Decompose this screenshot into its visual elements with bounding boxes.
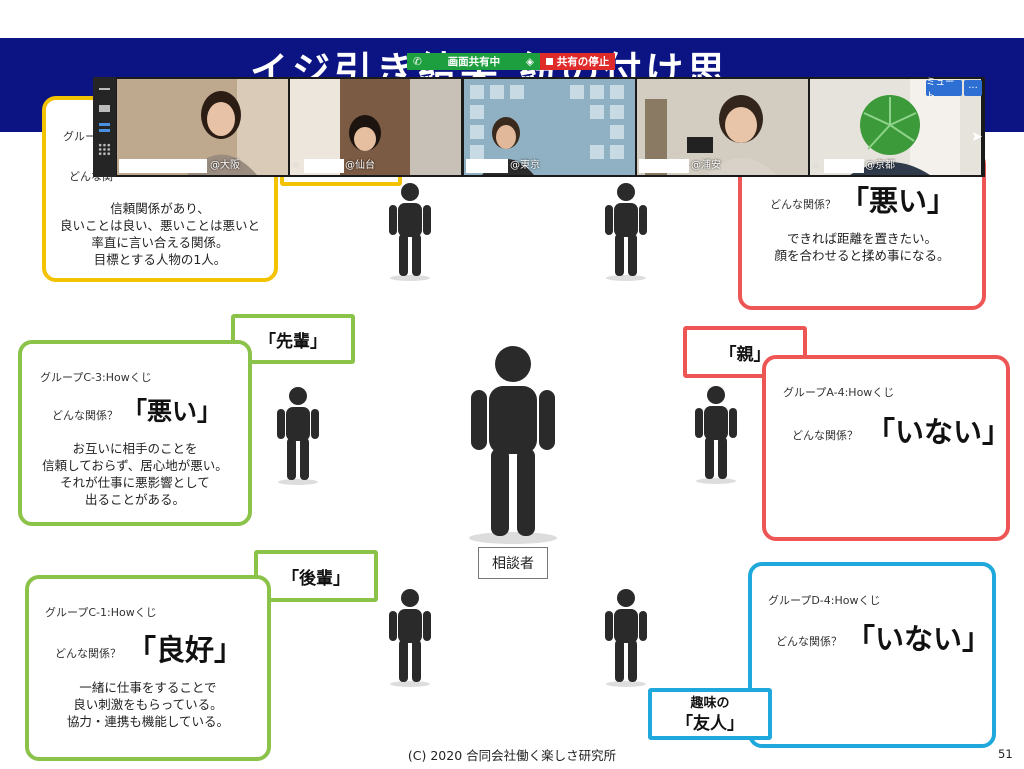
speaker-view-icon[interactable] xyxy=(99,105,110,112)
mouse-cursor-icon: ➤ xyxy=(971,129,983,145)
question-label: どんな関係？ xyxy=(776,635,842,648)
relationship-answer: 「悪い」 xyxy=(122,397,223,426)
video-tile-sendai[interactable]: ☆ @仙台 xyxy=(290,79,461,175)
grid-view-icon[interactable] xyxy=(98,143,111,156)
stop-icon xyxy=(545,58,553,65)
person-figure-mid-left xyxy=(277,387,319,485)
mute-button[interactable]: ミュート xyxy=(926,77,962,102)
group-label: グループA-4:Howくじ xyxy=(783,386,895,399)
participant-name: @大阪 xyxy=(210,160,240,171)
relationship-box-mid-right: グループA-4:Howくじ どんな関係？ 「いない」 xyxy=(762,355,1012,541)
relationship-box-mid-left: グループC-3:Howくじ どんな関係？ 「悪い」 お互いに相手のことを 信頼し… xyxy=(18,340,252,526)
center-person-label: 相談者 xyxy=(478,547,548,579)
question-label: どんな関係？ xyxy=(770,198,836,211)
relationship-answer: 「悪い」 xyxy=(840,184,957,218)
participant-name: @京都 xyxy=(865,160,895,171)
video-tile-tokyo[interactable]: @東京 xyxy=(464,79,635,175)
video-tile-osaka[interactable]: @大阪 xyxy=(117,79,288,175)
name-redaction xyxy=(639,159,689,173)
page-number: 51 xyxy=(998,747,1013,761)
person-figure-top-left xyxy=(389,183,431,281)
relationship-answer: 「良好」 xyxy=(127,633,244,667)
relationship-box-bot-left: グループC-1:Howくじ どんな関係？ 「良好」 一緒に仕事をすることで 良い… xyxy=(25,575,271,761)
group-label: グループC-3:Howくじ xyxy=(40,371,152,384)
video-strip: ‹ @大阪 ☆ @仙台 xyxy=(93,77,985,177)
screen-share-status[interactable]: ✆ 画面共有中 ◈ xyxy=(407,53,540,70)
relationship-description: お互いに相手のことを 信頼しておらず、居心地が悪い。 それが仕事に悪影響として … xyxy=(42,441,228,507)
tag-yuujin: 趣味の 「友人」 xyxy=(648,688,772,740)
shield-icon: ◈ xyxy=(525,55,534,68)
strip-view-icon[interactable] xyxy=(99,123,110,132)
relationship-answer: 「いない」 xyxy=(846,622,992,656)
group-label: グループD-4:Howくじ xyxy=(768,594,881,607)
person-figure-center xyxy=(469,346,557,544)
relationship-description: できれば距離を置きたい。 顔を合わせると揉め事になる。 xyxy=(774,231,950,263)
question-label: どんな関係？ xyxy=(52,409,118,422)
relationship-box-bot-right: グループD-4:Howくじ どんな関係？ 「いない」 xyxy=(748,562,996,748)
star-icon: ☆ xyxy=(292,161,301,171)
more-options-button[interactable]: ··· xyxy=(964,80,982,96)
name-redaction xyxy=(119,159,207,173)
minimize-icon[interactable] xyxy=(99,88,110,90)
question-label: どんな関係？ xyxy=(792,429,858,442)
video-strip-controls xyxy=(93,77,116,177)
person-figure-top-right xyxy=(605,183,647,281)
video-tile-urayasu[interactable]: @浦安 xyxy=(637,79,808,175)
name-redaction xyxy=(466,159,508,173)
relationship-description: 信頼関係があり、 良いことは良い、悪いことは悪いと 率直に言い合える関係。 目標… xyxy=(59,201,260,267)
stop-share-button[interactable]: 共有の停止 xyxy=(540,53,615,70)
relationship-description: 一緒に仕事をすることで 良い刺激をもらっている。 協力・連携も機能している。 xyxy=(66,680,230,729)
participant-name: @仙台 xyxy=(345,160,375,171)
name-redaction xyxy=(304,159,344,173)
copyright-footer: (C) 2020 合同会社働く楽しさ研究所 xyxy=(407,748,617,763)
person-figure-bot-right xyxy=(605,589,647,687)
phone-icon: ✆ xyxy=(413,55,422,68)
share-status-label: 画面共有中 xyxy=(447,56,501,68)
question-label: どんな関係？ xyxy=(55,647,121,660)
group-label: グループC-1:Howくじ xyxy=(45,606,157,619)
stop-share-label: 共有の停止 xyxy=(556,56,610,68)
name-redaction xyxy=(824,159,864,173)
person-figure-bot-left xyxy=(389,589,431,687)
star-icon: ☆ xyxy=(812,161,821,171)
participant-name: @東京 xyxy=(510,160,540,171)
relationship-answer: 「いない」 xyxy=(866,415,1012,449)
participant-name: @浦安 xyxy=(691,160,721,171)
tag-kouhai: 「後輩」 xyxy=(254,550,378,602)
person-figure-mid-right xyxy=(695,386,737,484)
